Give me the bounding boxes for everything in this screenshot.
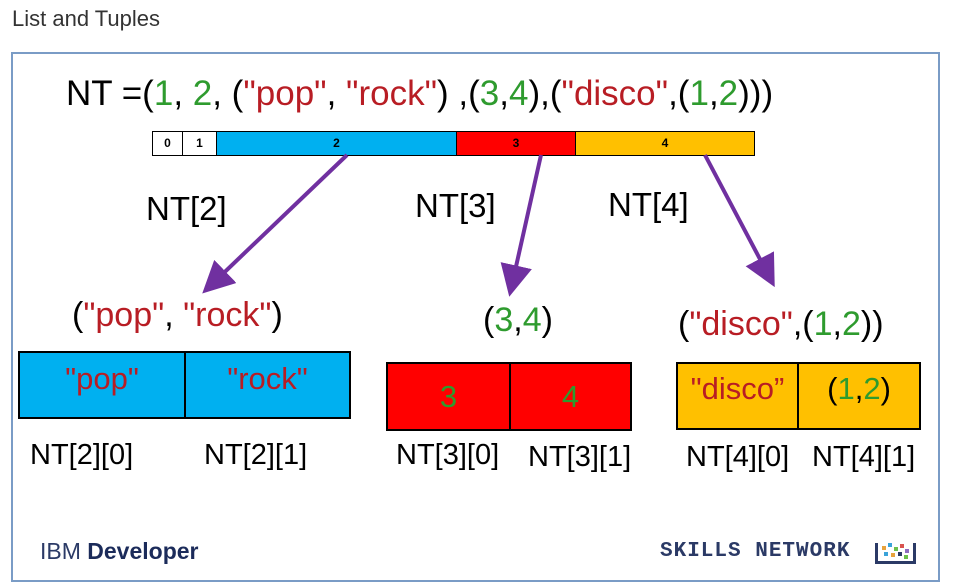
nt3-cell-0: 3 bbox=[386, 362, 511, 431]
arrow-nt3 bbox=[500, 154, 543, 297]
tuple-definition: NT =(1, 2, ("pop", "rock") ,(3,4),("disc… bbox=[66, 74, 774, 113]
label-nt4-0: NT[4][0] bbox=[686, 441, 790, 473]
caption-pop-rock: ("pop", "rock") bbox=[72, 296, 283, 334]
index-cell-2: 2 bbox=[216, 131, 457, 156]
caption-disco-pair: ("disco",(1,2)) bbox=[678, 305, 884, 343]
nt3-cell-1: 4 bbox=[509, 362, 632, 431]
ibm-developer-logo: IBM Developer bbox=[40, 538, 199, 564]
nt4-cell-0: "disco” bbox=[676, 362, 799, 430]
nt2-cell-0: "pop" bbox=[18, 351, 186, 419]
index-cell-4: 4 bbox=[575, 131, 755, 156]
skills-network-icon bbox=[875, 543, 916, 564]
label-nt3-0: NT[3][0] bbox=[396, 439, 500, 471]
nt4-cell-1: (1,2) bbox=[797, 362, 921, 430]
page-title: List and Tuples bbox=[12, 6, 160, 31]
label-nt3: NT[3] bbox=[415, 187, 496, 224]
label-nt2-0: NT[2][0] bbox=[30, 439, 134, 471]
nt2-cell-1: "rock" bbox=[184, 351, 351, 419]
label-nt4-1: NT[4][1] bbox=[812, 441, 916, 473]
label-nt2: NT[2] bbox=[146, 190, 227, 227]
caption-three-four: (3,4) bbox=[483, 301, 553, 339]
label-nt3-1: NT[3][1] bbox=[528, 441, 632, 473]
label-nt2-1: NT[2][1] bbox=[204, 439, 308, 471]
label-nt4: NT[4] bbox=[608, 186, 689, 223]
arrow-nt4 bbox=[703, 154, 775, 288]
skills-network-logo: SKILLS NETWORK bbox=[660, 540, 851, 563]
index-cell-3: 3 bbox=[456, 131, 576, 156]
arrow-nt2 bbox=[202, 153, 349, 294]
